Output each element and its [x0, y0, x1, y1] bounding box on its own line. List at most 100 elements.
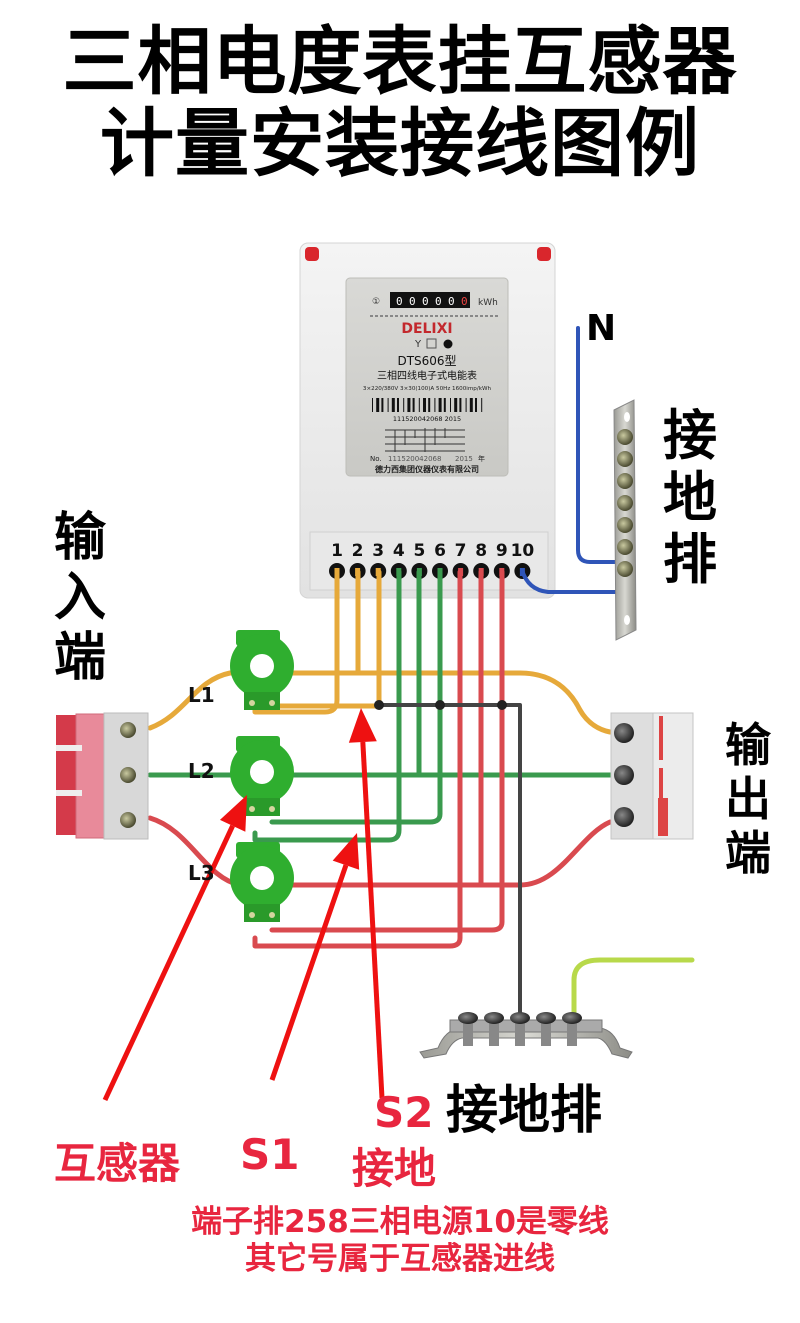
ground-bar-right-label: 接 地 排 [660, 405, 720, 591]
svg-text:①: ① [372, 297, 380, 307]
ground-bar-bottom-label: 接地排 [446, 1081, 603, 1141]
meter-barcode-text: 111520042068 2015 [393, 415, 461, 423]
terminal-4-wire [252, 569, 402, 843]
annotation-ground: 接地 [352, 1144, 437, 1193]
meter-manufacturer: 德力西集团仪器仪表有限公司 [375, 464, 479, 474]
counter-digit: 0 [396, 295, 403, 308]
input-screw-l3 [120, 812, 136, 828]
annotation-arrows [102, 708, 385, 1102]
meter-unit: kWh [478, 298, 498, 308]
output-end-label: 输 出 端 [718, 718, 778, 880]
ground-bar-screw [458, 1012, 478, 1024]
neutral-label: N [586, 308, 616, 349]
ground-bar-screw [617, 451, 633, 467]
annotation-s2: S2 [374, 1088, 434, 1137]
neutral-wire-meter [520, 568, 630, 594]
terminal-3-wire [269, 569, 382, 709]
terminal-number-10: 10 [511, 541, 535, 561]
phase-label-l3: L3 [188, 861, 215, 885]
counter-digit: 0 [461, 295, 468, 308]
phase-label-l2: L2 [188, 759, 215, 783]
wires [147, 326, 695, 1015]
meter-barcode [372, 398, 483, 412]
counter-digit: 0 [422, 295, 429, 308]
meter-brand: DELIXI [401, 321, 452, 337]
note-line-1: 端子排258三相电源10是零线 [191, 1204, 609, 1240]
output-screw-l2 [614, 765, 634, 785]
arrow-transformer [102, 795, 247, 1102]
svg-text:Y: Y [414, 339, 422, 350]
terminal-9-wire [269, 569, 505, 933]
input-breaker [56, 712, 149, 840]
counter-digit: 0 [448, 295, 455, 308]
meter-model: DTS606型 [397, 354, 456, 368]
ground-bar-screw [617, 539, 633, 555]
ground-bar-vertical [613, 399, 637, 641]
input-end-char: 入 [53, 568, 106, 628]
title-line-1: 三相电度表挂互感器 [62, 19, 738, 105]
meter-terminal-block [309, 531, 549, 591]
meter-year-suffix: 年 [478, 454, 485, 463]
ground-bar-screw [617, 429, 633, 445]
l1-main-wire [147, 670, 613, 735]
terminal-number-8: 8 [475, 541, 487, 561]
input-end-label: 输 入 端 [50, 508, 110, 688]
terminal-number-4: 4 [393, 541, 405, 561]
meter-counter [390, 292, 470, 308]
output-breaker [610, 712, 694, 840]
terminal-number-9: 9 [496, 541, 508, 561]
ground-bar-screw [617, 495, 633, 511]
output-end-char: 出 [725, 772, 771, 826]
current-transformer-l2 [230, 736, 294, 816]
note-line-2: 其它号属于互感器进线 [245, 1241, 555, 1277]
title-line-2: 计量安装接线图例 [100, 101, 700, 187]
input-screw-l2 [120, 767, 136, 783]
neutral-wire-supply [576, 326, 626, 564]
meter-year: 2015 [455, 455, 473, 463]
arrow-s1 [269, 833, 360, 1081]
ground-bar-char: 地 [663, 466, 717, 529]
input-screw-l1 [120, 722, 136, 738]
counter-digit: 0 [435, 295, 442, 308]
ground-bar-screw [484, 1012, 504, 1024]
terminal-1-wire [252, 569, 340, 715]
ground-bar-screw [510, 1012, 530, 1024]
ground-bar-screw [617, 517, 633, 533]
output-end-char: 输 [725, 718, 771, 772]
ground-bar-horizontal [419, 1012, 633, 1059]
meter-rating: 3×220/380V 3×30(100)A 50Hz 1600imp/kWh [363, 386, 492, 392]
ground-bar-screw [617, 561, 633, 577]
output-screw-l3 [614, 807, 634, 827]
current-transformer-l1 [230, 630, 294, 710]
terminal-number-2: 2 [352, 541, 364, 561]
annotation-s1: S1 [240, 1130, 300, 1179]
ground-bar-screw [562, 1012, 582, 1024]
l3-main-wire [147, 815, 613, 888]
ground-bar-screw [617, 473, 633, 489]
terminal-6-wire [269, 569, 443, 825]
ground-bar-screw [536, 1012, 556, 1024]
phase-label-l1: L1 [188, 683, 215, 707]
meter-wiring-schematic [385, 428, 465, 452]
meter-serial: 111520042068 [388, 455, 441, 463]
meter-seal-left [305, 247, 319, 261]
arrow-s2-ground [348, 708, 385, 1099]
terminal-number-7: 7 [455, 541, 467, 561]
ct-ground-wire [377, 703, 522, 1014]
terminal-7-wire [252, 569, 463, 949]
output-end-char: 端 [725, 826, 771, 880]
terminal-number-5: 5 [413, 541, 425, 561]
ground-bar-char: 排 [663, 528, 717, 591]
input-end-char: 输 [53, 508, 106, 568]
counter-digit: 0 [409, 295, 416, 308]
meter-description: 三相四线电子式电能表 [377, 369, 477, 382]
terminal-number-3: 3 [372, 541, 384, 561]
meter-seal-right [537, 247, 551, 261]
terminal-number-6: 6 [434, 541, 446, 561]
current-transformer-l3 [230, 842, 294, 922]
terminal-number-1: 1 [331, 541, 343, 561]
serial-label: No. [370, 455, 382, 463]
annotation-transformer: 互感器 [54, 1139, 181, 1188]
earth-wire [571, 957, 695, 1015]
